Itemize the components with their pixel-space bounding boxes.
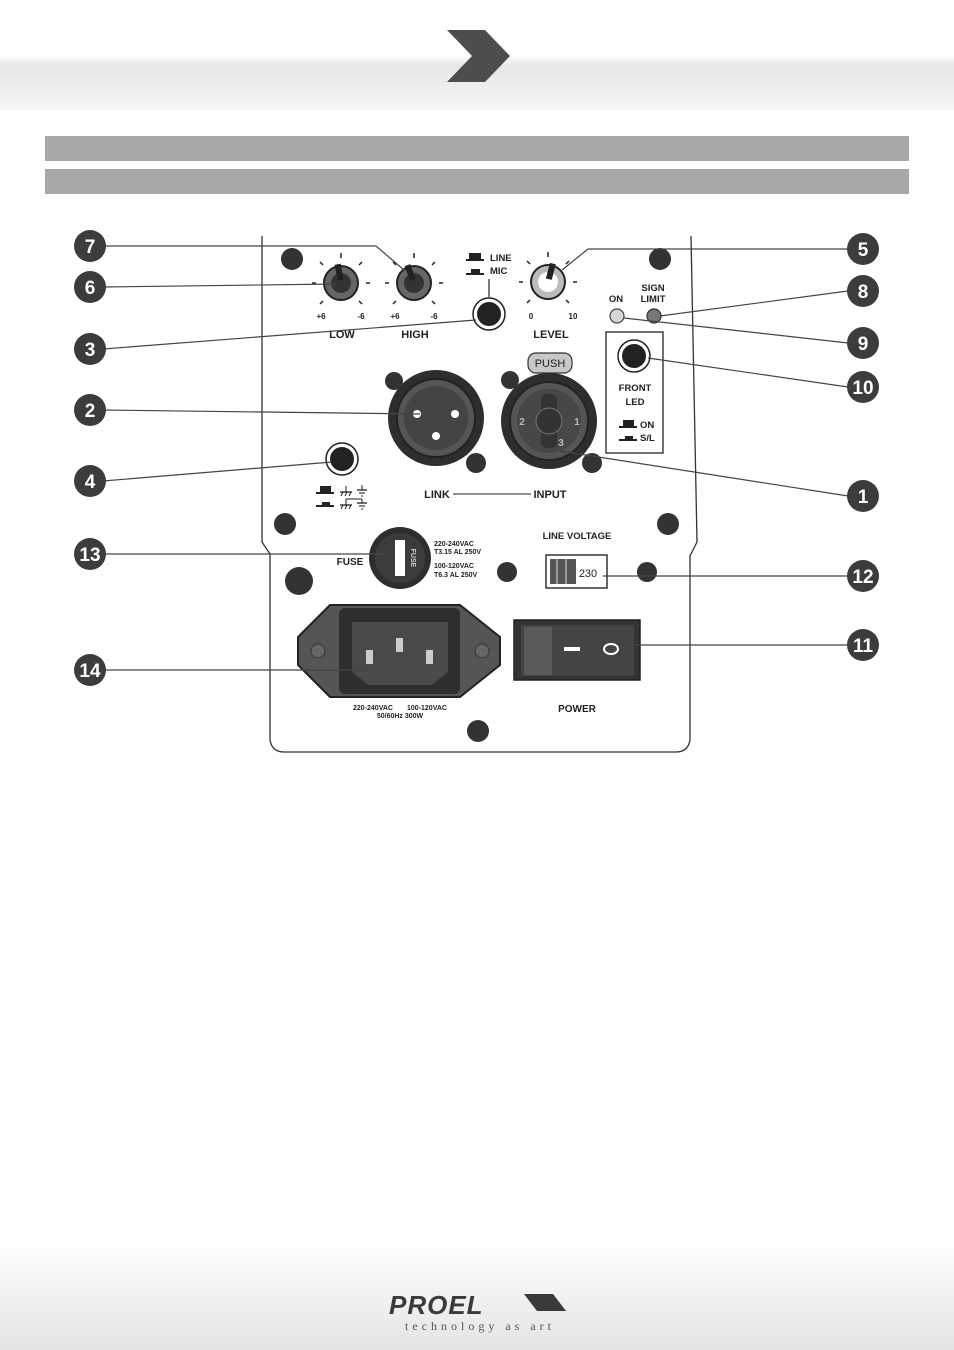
leader-lines bbox=[102, 245, 849, 671]
proel-logo-icon bbox=[524, 1294, 566, 1311]
callout-7-circle bbox=[74, 230, 106, 262]
callout-13-circle bbox=[74, 538, 106, 570]
callout-1-circle bbox=[847, 480, 879, 512]
fuse-cap-label: FUSE bbox=[409, 549, 416, 568]
callout-11-label: 11 bbox=[853, 636, 874, 657]
pin-2-label: 2 bbox=[519, 417, 525, 428]
callout-6-circle bbox=[74, 271, 106, 303]
callout-2-label: 2 bbox=[85, 401, 96, 422]
callout-3-label: 3 bbox=[85, 340, 96, 361]
pin-1-label: 1 bbox=[574, 417, 580, 428]
fuse-label: FUSE bbox=[337, 557, 364, 568]
section-bar-1 bbox=[45, 136, 909, 161]
switch-base-icon bbox=[466, 259, 484, 261]
front-sl-label: S/L bbox=[640, 433, 655, 444]
low-plus-label: +6 bbox=[316, 312, 326, 321]
callout-8-label: 8 bbox=[858, 282, 869, 303]
iec-power-inlet[interactable] bbox=[297, 604, 501, 698]
brand-tagline: technology as art bbox=[405, 1319, 555, 1333]
xlr-link-connector[interactable] bbox=[388, 370, 484, 466]
callout-5-circle bbox=[847, 233, 879, 265]
front-on-switch-icon bbox=[623, 420, 634, 426]
fuse-spec-2b: T6.3 AL 250V bbox=[434, 572, 478, 579]
power-label: POWER bbox=[558, 704, 597, 715]
callout-6-label: 6 bbox=[85, 278, 96, 299]
callout-2-circle bbox=[74, 394, 106, 426]
panel-screws bbox=[274, 248, 679, 742]
callout-11-circle bbox=[847, 629, 879, 661]
callout-10-circle bbox=[847, 371, 879, 403]
callout-7-label: 7 bbox=[85, 237, 96, 258]
header-chevron-icon bbox=[447, 30, 510, 82]
brand-name: PROEL bbox=[389, 1290, 484, 1320]
switch-base-icon bbox=[619, 426, 637, 428]
front-sl-switch-icon bbox=[625, 436, 633, 439]
switch-base-icon bbox=[619, 439, 637, 441]
front-label: FRONT bbox=[619, 383, 652, 394]
fuse-spec-1a: 220-240VAC bbox=[434, 541, 474, 548]
fuse-spec-2a: 100-120VAC bbox=[434, 563, 474, 570]
voltage-value: 230 bbox=[579, 568, 597, 580]
mic-switch-icon bbox=[471, 269, 480, 273]
line-voltage-label: LINE VOLTAGE bbox=[543, 531, 612, 542]
section-bar-2 bbox=[45, 169, 909, 194]
level-max-label: 10 bbox=[569, 312, 578, 321]
sign-led-label: SIGN bbox=[641, 283, 664, 294]
callout-1-label: 1 bbox=[858, 487, 869, 508]
callout-14-label: 14 bbox=[79, 661, 101, 682]
high-knob[interactable] bbox=[385, 253, 443, 305]
callout-9-circle bbox=[847, 327, 879, 359]
input-label: INPUT bbox=[534, 489, 567, 501]
line-switch-icon bbox=[469, 253, 481, 259]
callout-9-label: 9 bbox=[858, 334, 869, 355]
level-knob[interactable] bbox=[519, 252, 577, 304]
callout-4-label: 4 bbox=[85, 472, 96, 493]
front-on-label: ON bbox=[640, 420, 654, 431]
power-switch[interactable] bbox=[513, 619, 641, 681]
level-label: LEVEL bbox=[533, 329, 569, 341]
callout-13-label: 13 bbox=[79, 545, 100, 566]
on-led bbox=[609, 308, 625, 324]
mic-label: MIC bbox=[490, 266, 508, 277]
low-minus-label: -6 bbox=[357, 312, 365, 321]
callout-8-circle bbox=[847, 275, 879, 307]
fuse-holder[interactable] bbox=[369, 527, 431, 589]
callout-5-label: 5 bbox=[858, 240, 869, 261]
level-min-label: 0 bbox=[529, 312, 534, 321]
high-minus-label: -6 bbox=[430, 312, 438, 321]
callout-4-circle bbox=[74, 465, 106, 497]
footer-band bbox=[0, 1240, 954, 1350]
limit-led-label: LIMIT bbox=[641, 294, 666, 305]
high-label: HIGH bbox=[401, 329, 429, 341]
proel-logo: PROEL technology as art bbox=[385, 1290, 575, 1334]
callout-14-circle bbox=[74, 654, 106, 686]
combo-input-connector[interactable] bbox=[501, 352, 597, 469]
voltage-selector[interactable] bbox=[545, 554, 608, 589]
callout-12-circle bbox=[847, 560, 879, 592]
on-led-label: ON bbox=[609, 294, 623, 305]
led-label: LED bbox=[626, 397, 645, 408]
high-plus-label: +6 bbox=[390, 312, 400, 321]
callout-12-label: 12 bbox=[852, 567, 873, 588]
iec-label-3: 50/60Hz 300W bbox=[377, 713, 424, 720]
pin-3-label: 3 bbox=[558, 438, 564, 449]
low-label: LOW bbox=[329, 329, 355, 341]
switch-base-icon bbox=[466, 273, 484, 275]
ground-lift-icon bbox=[316, 485, 367, 510]
iec-label-2: 100-120VAC bbox=[407, 705, 447, 712]
fuse-spec-1b: T3.15 AL 250V bbox=[434, 549, 481, 556]
push-label: PUSH bbox=[535, 358, 566, 370]
link-label: LINK bbox=[424, 489, 450, 501]
iec-label-1: 220-240VAC bbox=[353, 705, 393, 712]
callout-10-label: 10 bbox=[852, 378, 873, 399]
line-label: LINE bbox=[490, 253, 512, 264]
panel-outline bbox=[261, 235, 698, 753]
callout-3-circle bbox=[74, 333, 106, 365]
low-knob[interactable] bbox=[312, 253, 370, 305]
